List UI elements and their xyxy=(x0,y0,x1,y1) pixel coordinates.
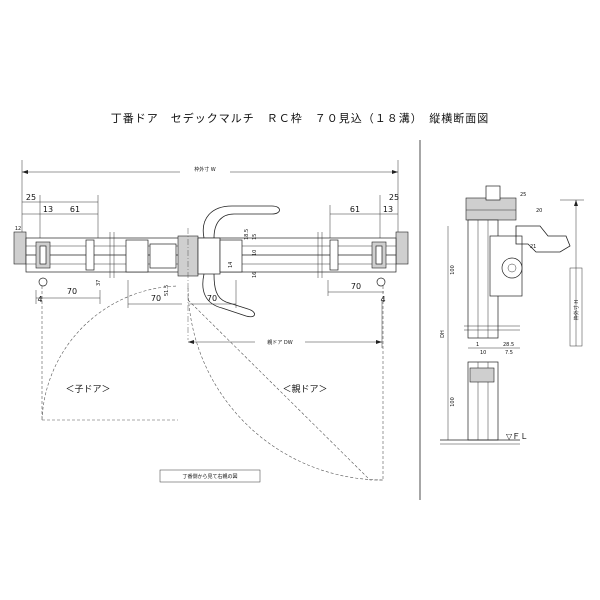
child-door-swing-arc xyxy=(41,285,179,421)
dim-21-section: 21 xyxy=(530,244,536,250)
left-jamb xyxy=(13,231,27,265)
parent-door-label: ＜親ドア＞ xyxy=(282,383,327,395)
dim-70-mid1: 70 xyxy=(151,294,161,303)
dim-4-left: 4 xyxy=(37,295,42,304)
dim-61-left: 61 xyxy=(70,205,80,214)
dim-10-section: 10 xyxy=(480,350,486,356)
parent-door-swing-arc xyxy=(187,285,384,481)
main-door-label: 親ドア DW xyxy=(267,339,292,346)
dim-28-5-section: 28.5 xyxy=(503,342,514,348)
dim-15: 15 xyxy=(252,234,258,240)
dim-51-5: 51.5 xyxy=(164,285,170,296)
section-view: 枠外寸 H DH 100 100 25 20 21 1 28.5 10 7.5 xyxy=(440,185,584,445)
dim-7-5-section: 7.5 xyxy=(505,350,513,356)
dim-37: 37 xyxy=(96,280,102,286)
dim-18-5: 18.5 xyxy=(244,229,250,240)
dim-25-left: 25 xyxy=(26,193,36,202)
frame-height-label: 枠外寸 H xyxy=(573,300,580,321)
door-height-label: DH xyxy=(440,330,446,338)
dim-100-top: 100 xyxy=(450,265,456,275)
child-door-label: ＜子ドア＞ xyxy=(65,384,110,395)
floor-label: ▽ＦＬ xyxy=(506,432,528,441)
dim-20-section: 20 xyxy=(536,208,542,214)
dim-12: 12 xyxy=(15,226,21,232)
drawing-title: 丁番ドア セデックマルチ ＲＣ枠 ７０見込（１８溝） 縦横断面図 xyxy=(110,112,490,125)
dim-14: 14 xyxy=(228,262,234,268)
plan-view: 枠外寸 W 25 13 61 12 25 61 13 xyxy=(13,160,409,483)
dim-70-right: 70 xyxy=(351,282,361,291)
closer-pivot xyxy=(501,257,523,279)
lock-case xyxy=(197,237,221,275)
dim-61-right: 61 xyxy=(350,205,360,214)
dim-70-mid2: 70 xyxy=(207,294,217,303)
dim-13-right: 13 xyxy=(383,205,393,214)
dim-1-section: 1 xyxy=(476,342,479,348)
dim-100-bottom: 100 xyxy=(450,397,456,407)
dim-13-left: 13 xyxy=(43,205,53,214)
lever-handle-top xyxy=(202,205,280,239)
dim-10: 10 xyxy=(252,250,258,256)
right-hinge-pin xyxy=(376,277,386,287)
left-hinge-pin xyxy=(38,277,48,287)
closer-arm xyxy=(515,225,571,253)
dim-16: 16 xyxy=(252,272,258,278)
dim-4-right: 4 xyxy=(380,295,385,304)
frame-width-label: 枠外寸 W xyxy=(194,166,216,173)
dim-25-right: 25 xyxy=(389,193,399,202)
view-note-box xyxy=(159,469,261,483)
lever-handle-bottom xyxy=(202,273,255,318)
parent-door-open-position xyxy=(187,299,383,481)
view-note: 丁番側から見て右親の図 xyxy=(182,473,237,480)
right-jamb xyxy=(395,231,409,265)
dim-25-section: 25 xyxy=(520,192,526,198)
head-frame xyxy=(465,197,517,221)
dim-70-left: 70 xyxy=(67,287,77,296)
